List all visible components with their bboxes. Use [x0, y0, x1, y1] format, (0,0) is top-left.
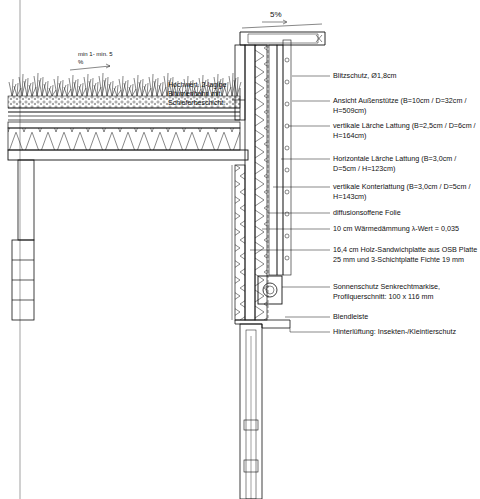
- vegetation-stroke: [9, 79, 16, 96]
- vegetation-stroke: [124, 80, 131, 96]
- annotation-label: 5%: [270, 10, 300, 20]
- vegetation-stroke: [64, 84, 71, 96]
- annotation-label: 16,4 cm Holz-Sandwichplatte aus OSB Plat…: [333, 245, 478, 265]
- vegetation-stroke: [104, 77, 111, 96]
- annotation-label: Sonnenschutz Senkrechtmarkise, Profilque…: [333, 282, 478, 302]
- annotation-label: Blendleiste: [333, 312, 478, 322]
- batten-fixing: [285, 256, 289, 260]
- annotation-label: vertikale Lärche Lattung (B=2,5cm / D=6c…: [333, 121, 478, 141]
- vegetation-stroke: [119, 76, 126, 96]
- vegetation-stroke: [39, 77, 46, 96]
- vegetation-stroke: [154, 78, 161, 96]
- vegetation-stroke: [129, 84, 136, 96]
- vegetation-stroke: [114, 85, 121, 96]
- vegetation-stroke: [49, 85, 56, 96]
- annotation-label: Hinterlüftung: Insekten-/Kleintierschutz: [333, 327, 478, 337]
- vegetation-stroke: [144, 83, 151, 96]
- vegetation-stroke: [44, 81, 51, 96]
- vegetation-stroke: [59, 80, 66, 96]
- vegetation-stroke: [14, 83, 21, 96]
- batten-fixing: [285, 212, 289, 216]
- annotation-label: Hochwert. 2-lagige Bitumenbahn mit Schie…: [168, 80, 240, 107]
- annotation-label: diffusionsoffene Folie: [333, 208, 478, 218]
- vegetation-stroke: [94, 82, 101, 96]
- vegetation-stroke: [89, 78, 96, 96]
- vegetation-stroke: [159, 82, 166, 96]
- annotation-label: Blitzschutz, Ø1,8cm: [333, 71, 478, 81]
- vegetation-stroke: [29, 82, 36, 96]
- vegetation-stroke: [24, 78, 31, 96]
- batten-fixing: [285, 234, 289, 238]
- vegetation-stroke: [74, 79, 81, 96]
- annotation-label: vertikale Konterlattung (B=3,0cm / D=5cm…: [333, 182, 478, 202]
- batten-fixing: [285, 80, 289, 84]
- annotation-label: Horizontale Lärche Lattung (B=3,0cm / D=…: [333, 154, 478, 174]
- batten-fixing: [285, 102, 289, 106]
- batten-fixing: [285, 58, 289, 62]
- annotation-label: 10 cm Wärmedämmung λ-Wert = 0,035: [333, 224, 478, 234]
- batten-fixing: [285, 168, 289, 172]
- vegetation-stroke: [54, 76, 61, 96]
- annotation-label: Ansicht Außenstütze (B=10cm / D=32cm / H…: [333, 96, 478, 116]
- batten-fixing: [285, 190, 289, 194]
- vegetation-stroke: [139, 79, 146, 96]
- vegetation-stroke: [109, 81, 116, 96]
- batten-fixing: [285, 146, 289, 150]
- vegetation-stroke: [79, 83, 86, 96]
- annotation-label: min 1- min. 5 %: [78, 50, 118, 66]
